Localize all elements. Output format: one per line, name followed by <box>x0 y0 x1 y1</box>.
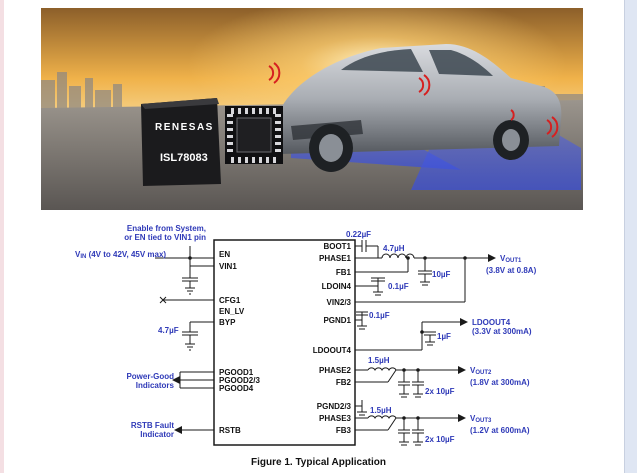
pin-pgood4: PGOOD4 <box>219 384 254 393</box>
pin-ldoout4: LDOOUT4 <box>312 346 351 355</box>
vout2-name: V <box>470 366 476 375</box>
pin-ldoin4: LDOIN4 <box>321 282 351 291</box>
ic-body <box>213 239 356 446</box>
pin-fb3: FB3 <box>335 426 351 435</box>
hero-illustration: RENESAS ISL78083 <box>41 8 583 210</box>
vout2-sub: OUT2 <box>475 370 492 376</box>
pin-pgood2-3: PGOOD2/3 <box>219 376 260 385</box>
pin-pgood1: PGOOD1 <box>219 368 254 377</box>
chip-brand-logo: RENESAS <box>155 122 214 133</box>
output2-cap-label: 2x 10µF <box>425 387 455 396</box>
rstb-fault-indicator-label: RSTB Fault Indicator <box>102 421 174 439</box>
enable-note: Enable from System, or EN tied to VIN1 p… <box>96 224 206 242</box>
power-good-line-1: Power-Good <box>126 372 174 381</box>
pin-fb1: FB1 <box>335 268 351 277</box>
output1-cap-label: 10µF <box>432 270 451 279</box>
vout3-spec: (1.2V at 600mA) <box>470 426 530 435</box>
output-vout3: VOUT3 (1.2V at 600mA) <box>470 414 530 435</box>
pgnd1-cap-label: 0.1µF <box>369 311 390 320</box>
pin-rstb: RSTB <box>219 426 241 435</box>
chip-part-number: ISL78083 <box>160 152 208 164</box>
output-ldoout4: LDOOUT4 (3.3V at 300mA) <box>472 318 532 336</box>
power-good-line-2: Indicators <box>135 381 174 390</box>
pin-vin1: VIN1 <box>219 262 237 271</box>
pin-phase2: PHASE2 <box>318 366 351 375</box>
schematic-wiring <box>155 239 496 446</box>
enable-note-line-1: Enable from System, <box>126 224 206 233</box>
vout1-sub: OUT1 <box>505 258 522 264</box>
pin-pgnd2-3: PGND2/3 <box>316 402 351 411</box>
inductor-l2-label: 1.5µH <box>368 356 390 365</box>
rstb-line-1: RSTB Fault <box>130 421 174 430</box>
page-edge-left <box>0 0 4 473</box>
hero-scene <box>41 8 583 210</box>
vin-label-range: (4V to 42V, 45V max) <box>86 250 167 259</box>
byp-cap-label: 4.7µF <box>158 326 179 335</box>
boot-cap-label: 0.22µF <box>346 230 372 239</box>
rstb-line-2: Indicator <box>140 430 174 439</box>
pin-boot1: BOOT1 <box>323 242 351 251</box>
ldoout4-name: LDOOUT4 <box>472 318 511 327</box>
page-edge-right <box>625 0 637 473</box>
pin-phase3: PHASE3 <box>318 414 351 423</box>
ldoin-cap-label: 0.1µF <box>388 282 409 291</box>
vout3-sub: OUT3 <box>475 418 492 424</box>
pin-fb2: FB2 <box>335 378 351 387</box>
vout1-name: V <box>500 254 506 263</box>
vin-label-main: V <box>75 250 81 259</box>
enable-note-line-2: or EN tied to VIN1 pin <box>124 233 206 242</box>
pin-en: EN <box>219 250 231 259</box>
power-good-indicators-label: Power-Good Indicators <box>102 372 174 390</box>
pin-byp: BYP <box>219 318 236 327</box>
pin-pgnd1: PGND1 <box>323 316 351 325</box>
ldo4-cap-label: 1µF <box>437 332 451 341</box>
pin-phase1: PHASE1 <box>318 254 351 263</box>
vout2-spec: (1.8V at 300mA) <box>470 378 530 387</box>
output-vout1: VOUT1 (3.8V at 0.8A) <box>486 254 536 275</box>
inductor-l3-label: 1.5µH <box>370 406 392 415</box>
vout3-name: V <box>470 414 476 423</box>
ldoout4-spec: (3.3V at 300mA) <box>472 327 532 336</box>
page-edge-right-line <box>624 0 625 473</box>
figure-caption: Figure 1. Typical Application <box>250 457 387 468</box>
vin-label-sub: IN <box>80 254 87 260</box>
typical-application-schematic: Enable from System, or EN tied to VIN1 p… <box>0 216 637 456</box>
output3-cap-label: 2x 10µF <box>425 435 455 444</box>
pin-vin2-3: VIN2/3 <box>326 298 351 307</box>
vin-label: VIN (4V to 42V, 45V max) <box>75 250 166 262</box>
output-vout2: VOUT2 (1.8V at 300mA) <box>470 366 530 387</box>
inductor-l1-label: 4.7µH <box>383 244 405 253</box>
pin-en-lv: EN_LV <box>219 307 245 316</box>
pin-cfg1: CFG1 <box>219 296 241 305</box>
vout1-spec: (3.8V at 0.8A) <box>486 266 537 275</box>
